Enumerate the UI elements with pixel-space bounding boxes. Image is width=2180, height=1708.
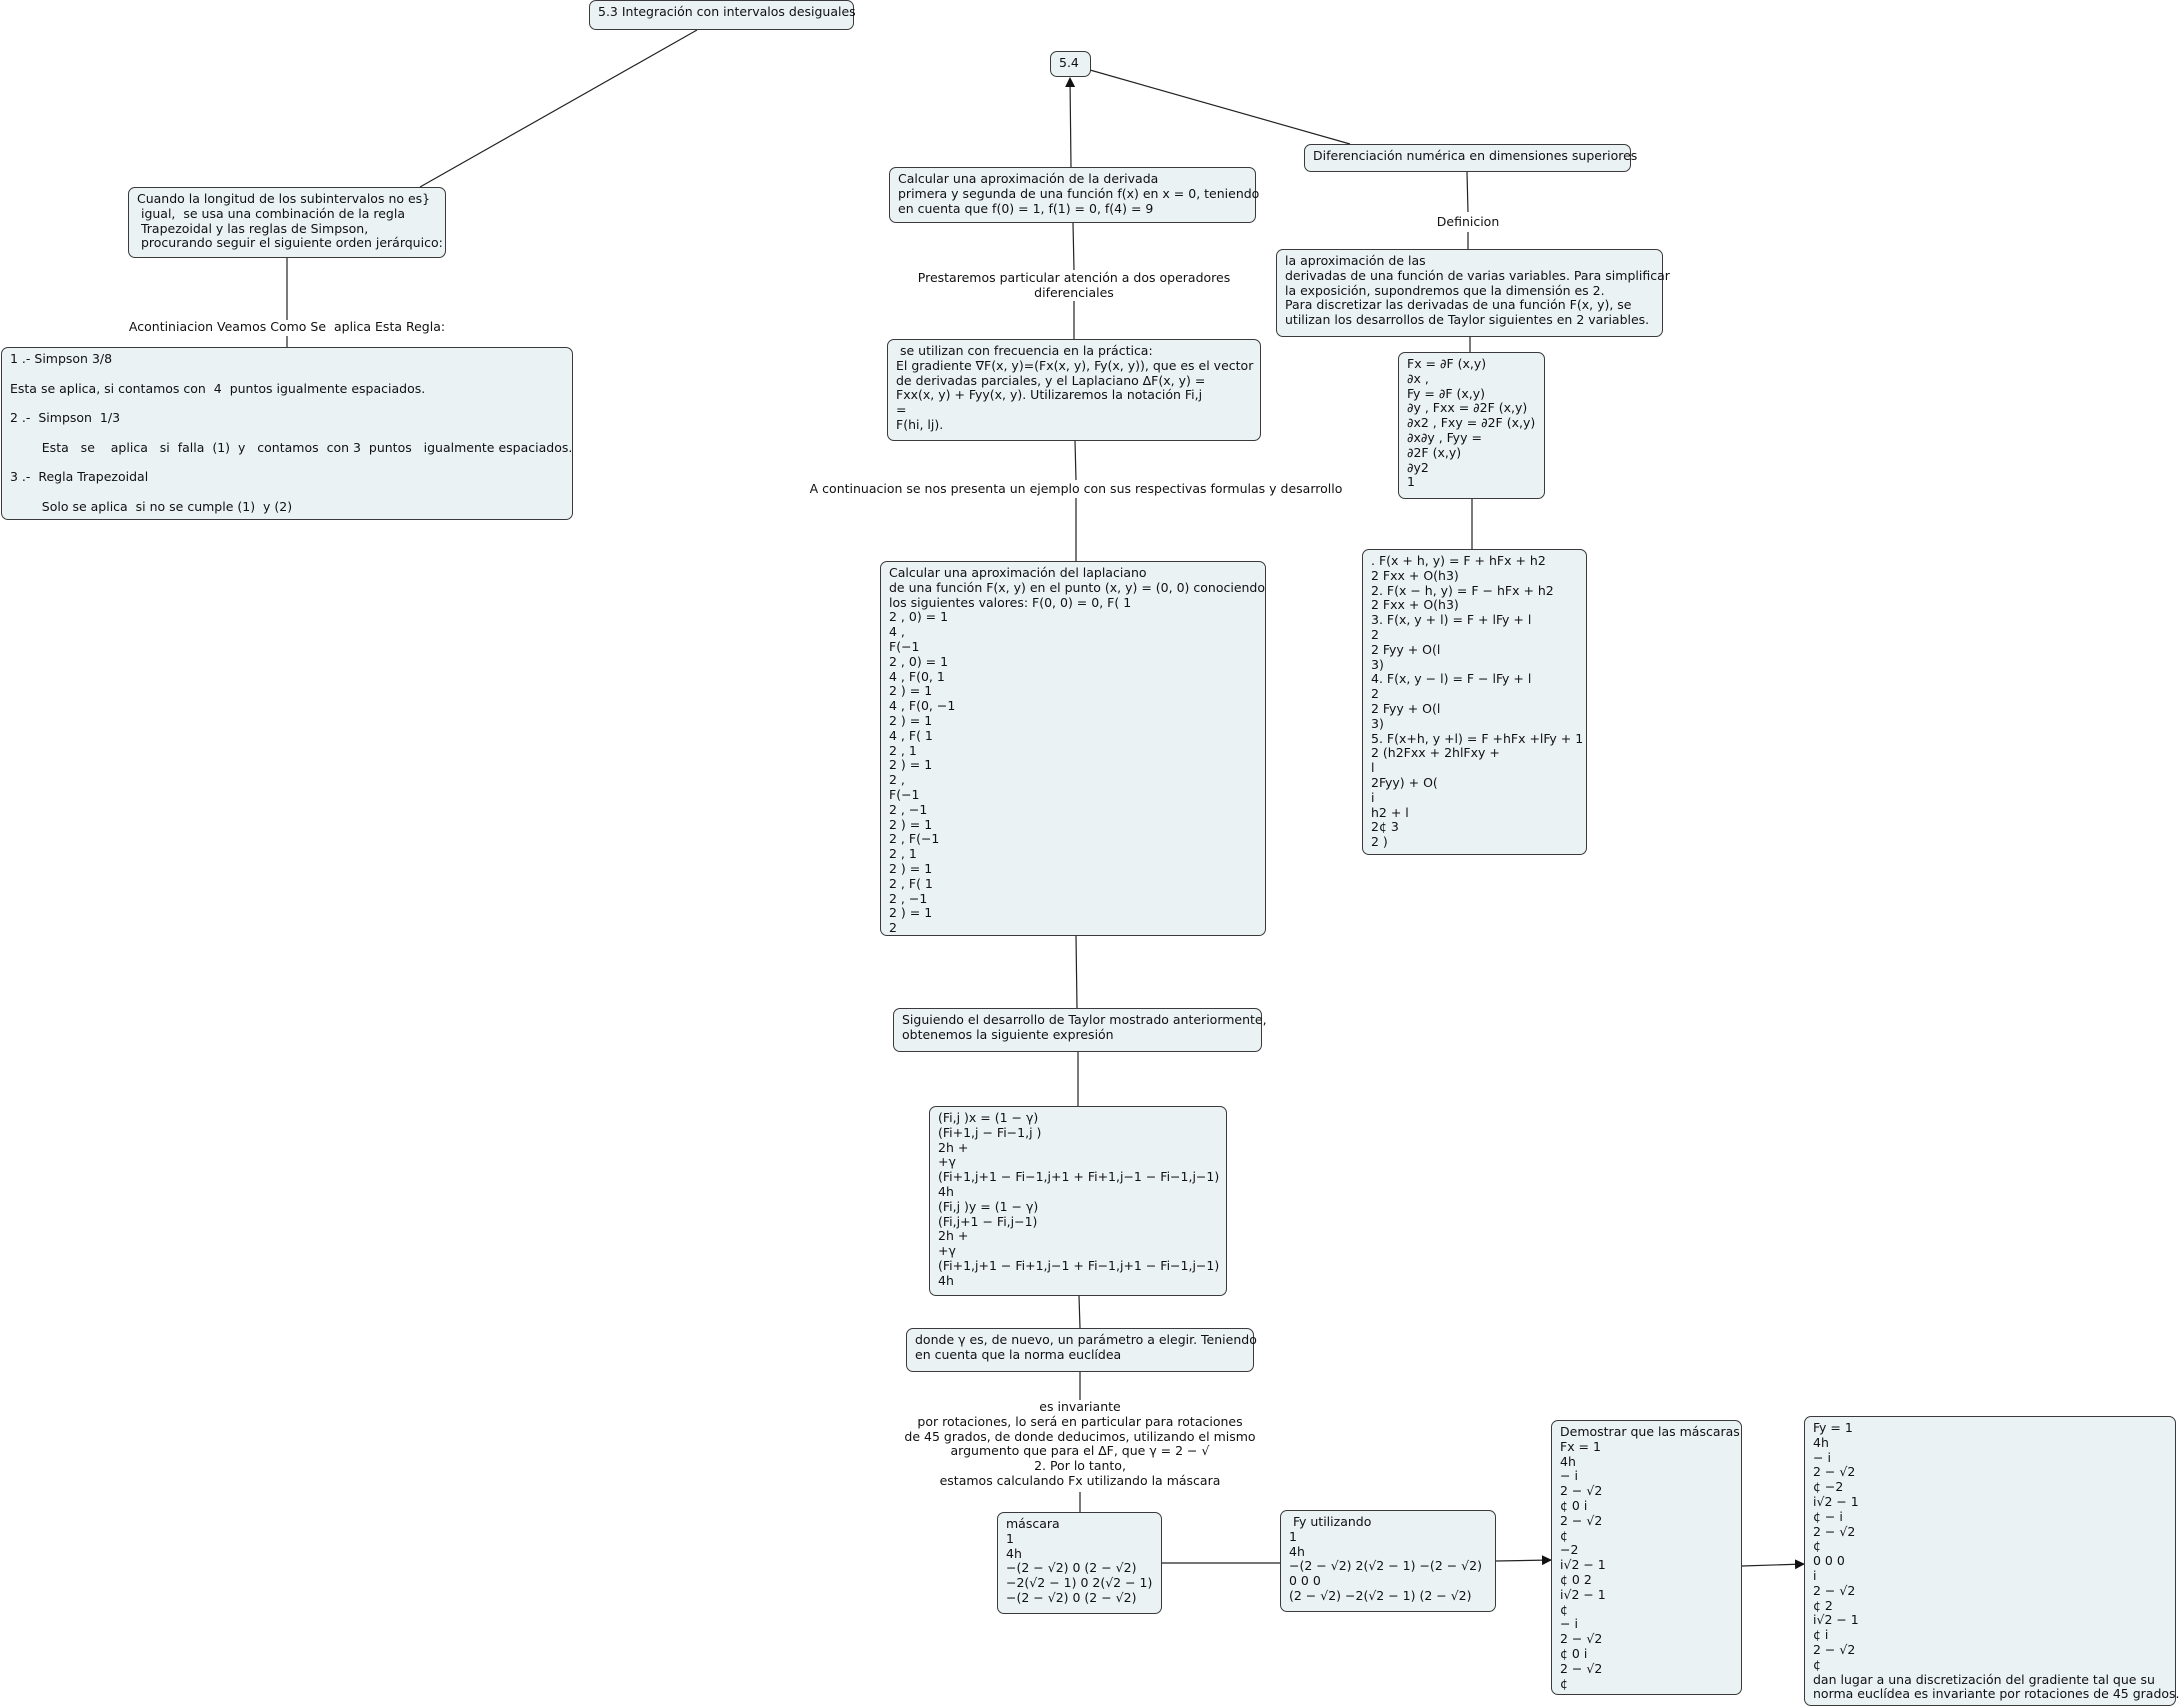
node-desarrollos-taylor[interactable]: . F(x + h, y) = F + hFx + h2 2 Fxx + O(h… [1362,549,1587,855]
line-laplaciano-siguiendo [1075,935,1078,1009]
node-expresion-fij[interactable]: (Fi,j )x = (1 − γ) (Fi+1,j − Fi−1,j ) 2h… [929,1106,1227,1296]
node-cuando-longitud[interactable]: Cuando la longitud de los subintervalos … [128,187,446,258]
line-fij-donde [1078,1295,1081,1329]
line-fy-demostrar [1495,1555,1552,1566]
line-derivada-prestaremos [1072,222,1075,271]
node-derivadas-parciales[interactable]: Fx = ∂F (x,y) ∂x , Fy = ∂F (x,y) ∂y , Fx… [1398,352,1545,499]
node-simpson-reglas[interactable]: 1 .- Simpson 3/8 Esta se aplica, si cont… [1,347,573,520]
node-fy-utilizando[interactable]: Fy utilizando 1 4h −(2 − √2) 2(√2 − 1) −… [1280,1510,1496,1612]
node-5-3-integracion[interactable]: 5.3 Integración con intervalos desiguale… [589,0,856,30]
label-definicion: Definicion [1436,214,1500,230]
node-calcular-laplaciano[interactable]: Calcular una aproximación del laplaciano… [880,561,1266,936]
node-fy-gradiente-final[interactable]: Fy = 1 4h − i 2 − √2 ¢ −2 i√2 − 1 ¢ − i … [1804,1416,2180,1706]
node-mascara-fx[interactable]: máscara 1 4h −(2 − √2) 0 (2 − √2) −2(√2 … [997,1512,1162,1614]
node-diferenciacion-numerica[interactable]: Diferenciación numérica en dimensiones s… [1304,144,1637,172]
node-5-4[interactable]: 5.4 [1050,51,1091,77]
node-donde-gamma[interactable]: donde γ es, de nuevo, un parámetro a ele… [906,1328,1257,1372]
node-demostrar-mascaras[interactable]: Demostrar que las máscaras Fx = 1 4h − i… [1551,1420,1742,1695]
line-54-diferenciacion [1089,69,1351,145]
node-calcular-derivada[interactable]: Calcular una aproximación de la derivada… [889,167,1259,223]
node-siguiendo-taylor[interactable]: Siguiendo el desarrollo de Taylor mostra… [893,1008,1267,1052]
label-ejemplo: A continuacion se nos presenta un ejempl… [809,481,1343,497]
label-prestaremos: Prestaremos particular atención a dos op… [917,270,1231,301]
line-53-cuando [419,29,698,188]
line-dif-definicion [1466,171,1469,213]
node-aproximacion-derivadas[interactable]: la aproximación de las derivadas de una … [1276,249,1670,337]
node-gradiente-laplaciano[interactable]: se utilizan con frecuencia en la práctic… [887,339,1261,441]
line-demostrar-fyfinal [1741,1559,1805,1570]
label-invariante: es invariante por rotaciones, lo será en… [904,1399,1256,1489]
line-gradiente-ejemplo [1074,440,1077,481]
line-derivada-54 [1065,77,1076,168]
label-acontiniacion: Acontiniacion Veamos Como Se aplica Esta… [128,319,446,335]
